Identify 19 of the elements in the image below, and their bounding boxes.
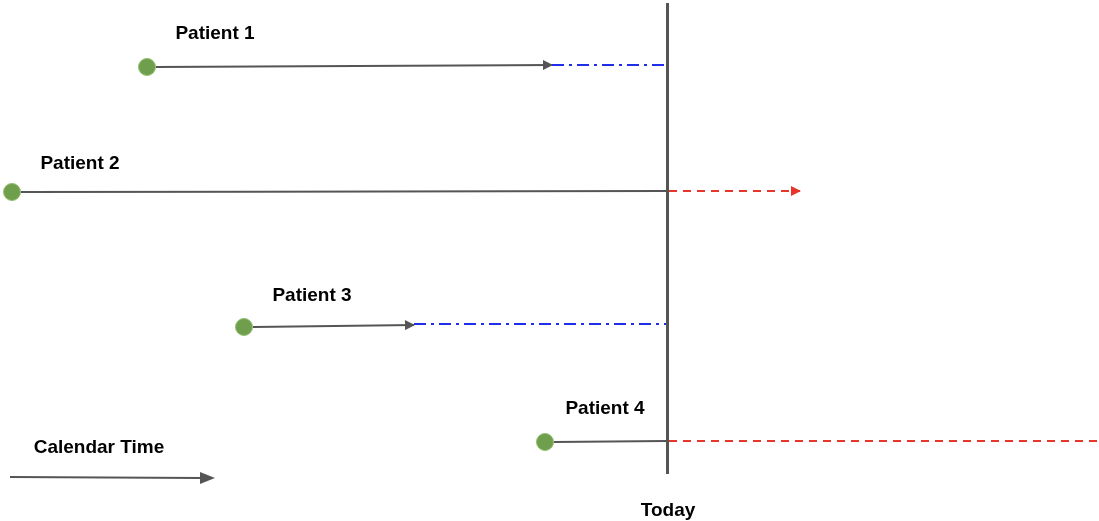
node-caption: Patient 4 <box>565 397 645 419</box>
dashed-line <box>668 186 801 196</box>
dashed-line <box>668 440 1099 442</box>
start-dot <box>3 183 21 201</box>
arrow <box>155 60 553 71</box>
node-caption: Patient 2 <box>40 152 120 174</box>
today-line <box>666 3 669 474</box>
arrow <box>252 320 415 331</box>
node-caption: Patient 1 <box>175 22 255 44</box>
line <box>20 190 667 193</box>
node-caption: Today <box>640 499 696 521</box>
start-dot <box>536 433 554 451</box>
dashed-line <box>551 64 667 66</box>
node-caption: Patient 3 <box>272 284 352 306</box>
start-dot <box>138 58 156 76</box>
dashed-line <box>413 323 667 325</box>
line <box>553 440 667 443</box>
start-dot <box>235 318 253 336</box>
axis-label: Calendar Time <box>33 436 165 458</box>
